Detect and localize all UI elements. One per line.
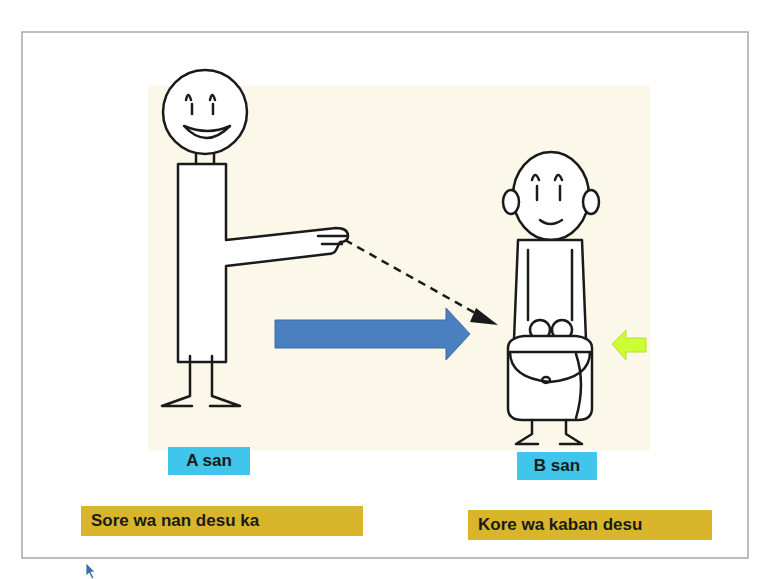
pointing-arrowhead — [470, 308, 498, 325]
box-text: A san — [186, 451, 232, 471]
person-a — [162, 70, 348, 406]
pointing-line — [345, 240, 484, 318]
box-text: Sore wa nan desu ka — [91, 511, 259, 531]
person-b — [503, 152, 599, 444]
slide-frame — [22, 32, 748, 558]
speech-box: Sore wa nan desu ka — [81, 506, 363, 536]
direction-arrow — [275, 308, 470, 360]
speech-box: Kore wa kaban desu — [468, 510, 712, 540]
box-text: Kore wa kaban desu — [478, 515, 642, 535]
mouse-cursor — [86, 563, 95, 579]
box-text: B san — [534, 456, 580, 476]
speaker-label: A san — [168, 447, 250, 475]
speaker-label: B san — [517, 452, 597, 480]
highlight-arrow — [612, 330, 646, 360]
